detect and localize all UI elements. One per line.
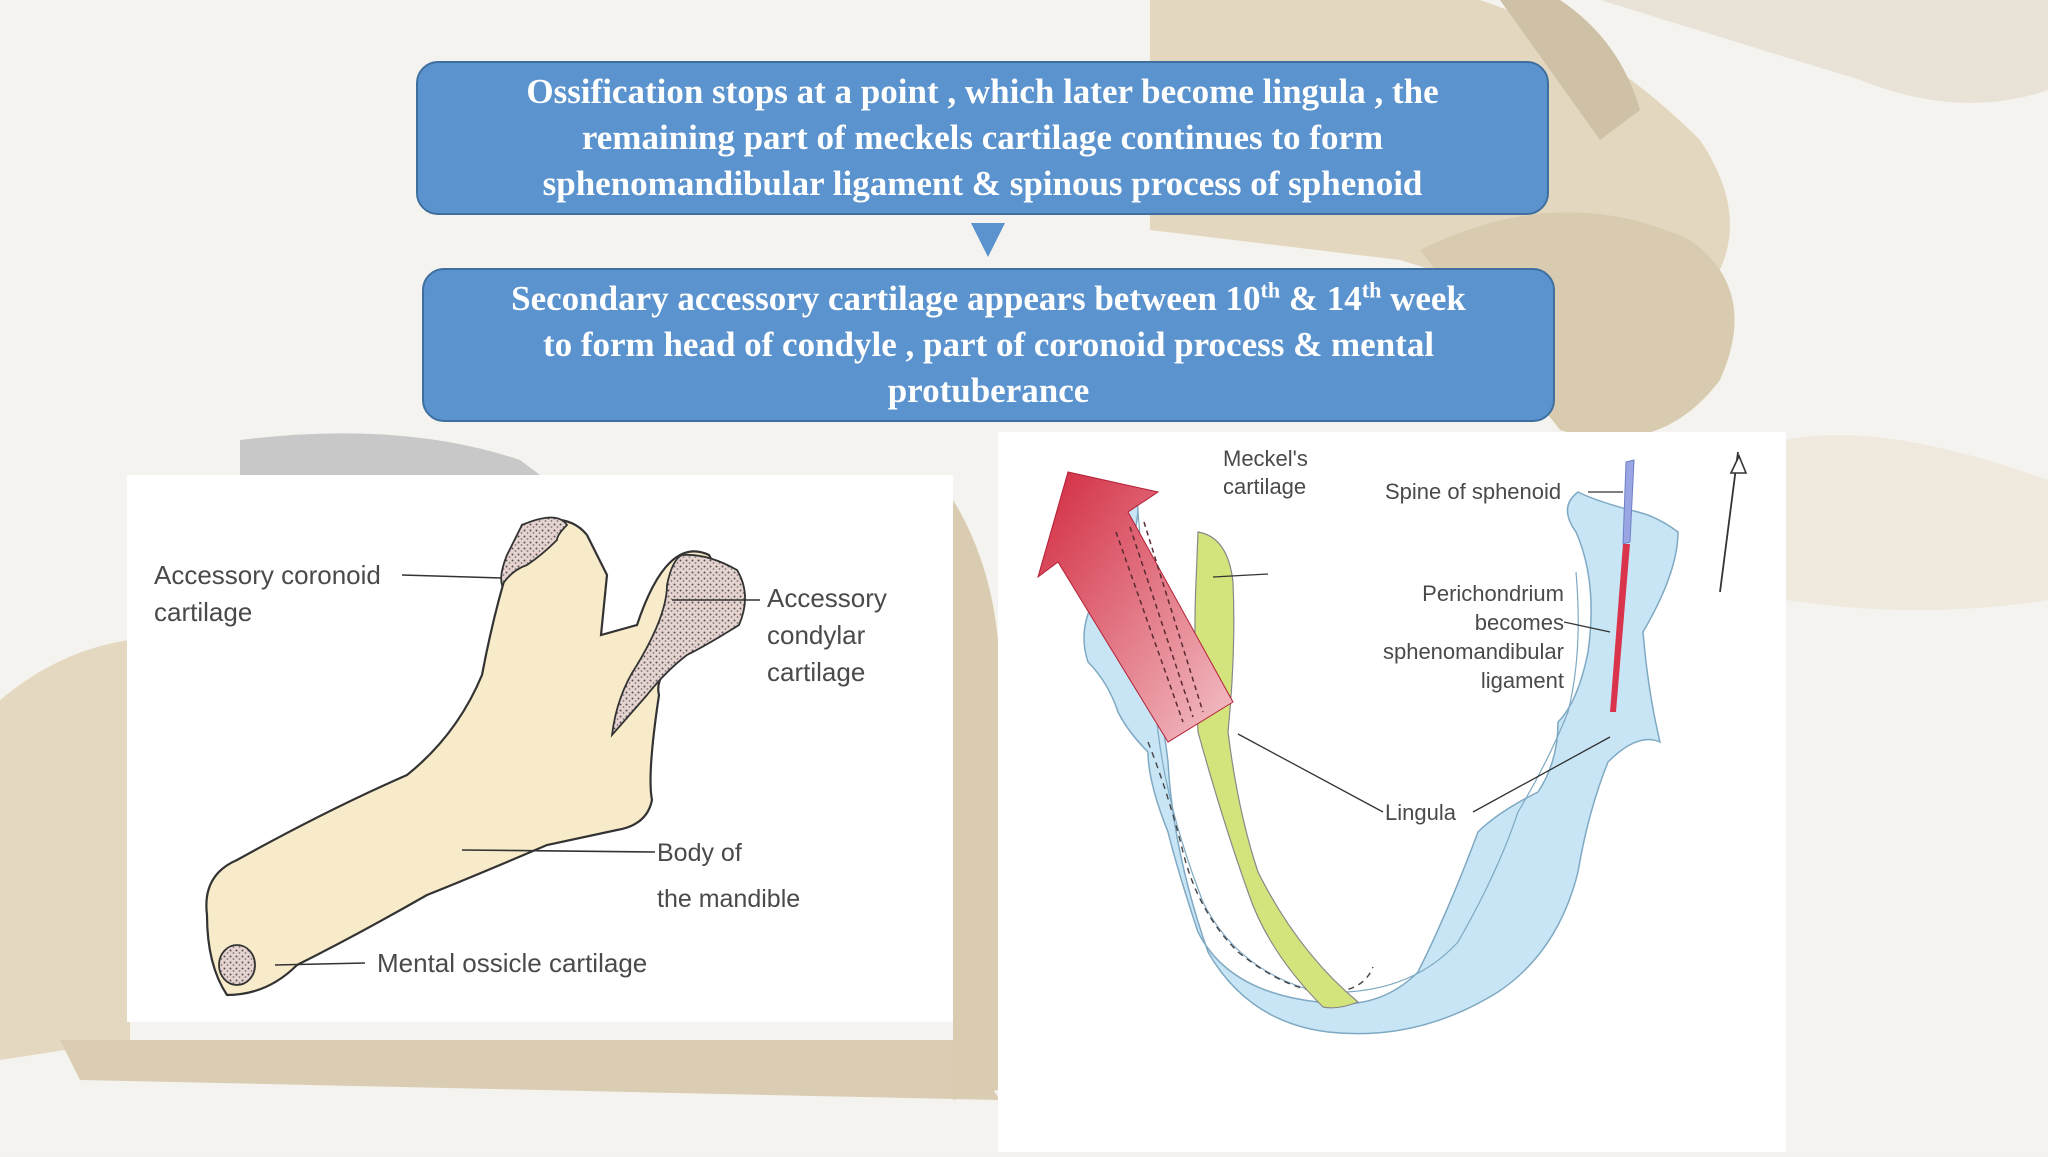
label-accessory-condylar-1: Accessory [767,583,887,613]
sphenomandibular-ligament [1610,544,1630,712]
mental-ossicle-cartilage [218,944,256,986]
accessory-cartilage-diagram: Accessory coronoid cartilage Accessory c… [127,475,953,1022]
callout-bottom-line-1: Secondary accessory cartilage appears be… [511,276,1466,322]
mandible-arch-bone [1082,481,1679,1035]
mandible-superior-svg: Meckel's cartilage Spine of sphenoid Per… [1037,446,1748,1035]
label-body-1: Body of [657,839,742,867]
label-body-2: the mandible [657,885,800,913]
mandible-outline [205,518,722,997]
label-spine-of-sphenoid: Spine of sphenoid [1385,479,1561,504]
meckels-leader-line [1212,573,1269,578]
muscle-dashed-line-1 [1115,531,1184,723]
label-perichondrium-4: ligament [1481,668,1564,693]
meckels-cartilage-shape [1194,531,1360,1009]
callout-bottom-line-1a: Secondary accessory cartilage appears be… [511,279,1261,318]
label-meckels-1: Meckel's [1223,446,1308,471]
label-perichondrium-1: Perichondrium [1422,581,1564,606]
superscript-th-2: th [1361,277,1382,303]
label-accessory-condylar-2: condylar [767,620,866,650]
mandible-lateral-svg: Accessory coronoid cartilage Accessory c… [154,516,887,997]
label-perichondrium-2: becomes [1475,610,1564,635]
spine-of-sphenoid-shape [1622,459,1635,545]
muscle-dashed-line-3 [1143,521,1204,713]
arrow-shaft-up [1719,451,1739,593]
callout-top-line-1: Ossification stops at a point , which la… [526,72,1439,111]
callout-bottom-line-1c: week [1381,279,1466,318]
mental-leader-line [274,962,366,966]
arrow-up-icon [1729,454,1748,474]
label-mental-ossicle: Mental ossicle cartilage [377,948,647,978]
lingula-leader-line-left [1237,733,1384,813]
callout-bottom-line-1b: & 14 [1280,279,1362,318]
label-meckels-2: cartilage [1223,474,1306,499]
callout-bottom-line-2: to form head of condyle , part of corono… [542,325,1435,364]
mandible-dashed-outline [1147,741,1374,993]
callout-bottom-line-3: protuberance [887,371,1090,410]
callout-top-line-3: sphenomandibular ligament & spinous proc… [542,164,1423,203]
muscle-arrow-red [1037,471,1234,743]
down-arrow-icon [971,223,1005,257]
label-accessory-condylar-3: cartilage [767,657,865,687]
label-accessory-coronoid-1: Accessory coronoid [154,560,381,590]
callout-top-line-2: remaining part of meckels cartilage cont… [581,118,1384,157]
label-perichondrium-3: sphenomandibular [1383,639,1564,664]
coronoid-leader-line [401,574,503,579]
superscript-th-1: th [1260,277,1281,303]
body-leader-line [461,849,656,853]
meckels-cartilage-diagram: Meckel's cartilage Spine of sphenoid Per… [998,432,1786,1152]
secondary-cartilage-callout: Secondary accessory cartilage appears be… [422,268,1555,422]
label-lingula: Lingula [1385,800,1457,825]
ossification-callout: Ossification stops at a point , which la… [416,61,1549,215]
label-accessory-coronoid-2: cartilage [154,597,252,627]
perichondrium-leader-line [1563,621,1611,633]
lingula-leader-line-right [1472,736,1611,813]
muscle-dashed-line-2 [1129,526,1194,718]
accessory-coronoid-cartilage [500,516,569,588]
